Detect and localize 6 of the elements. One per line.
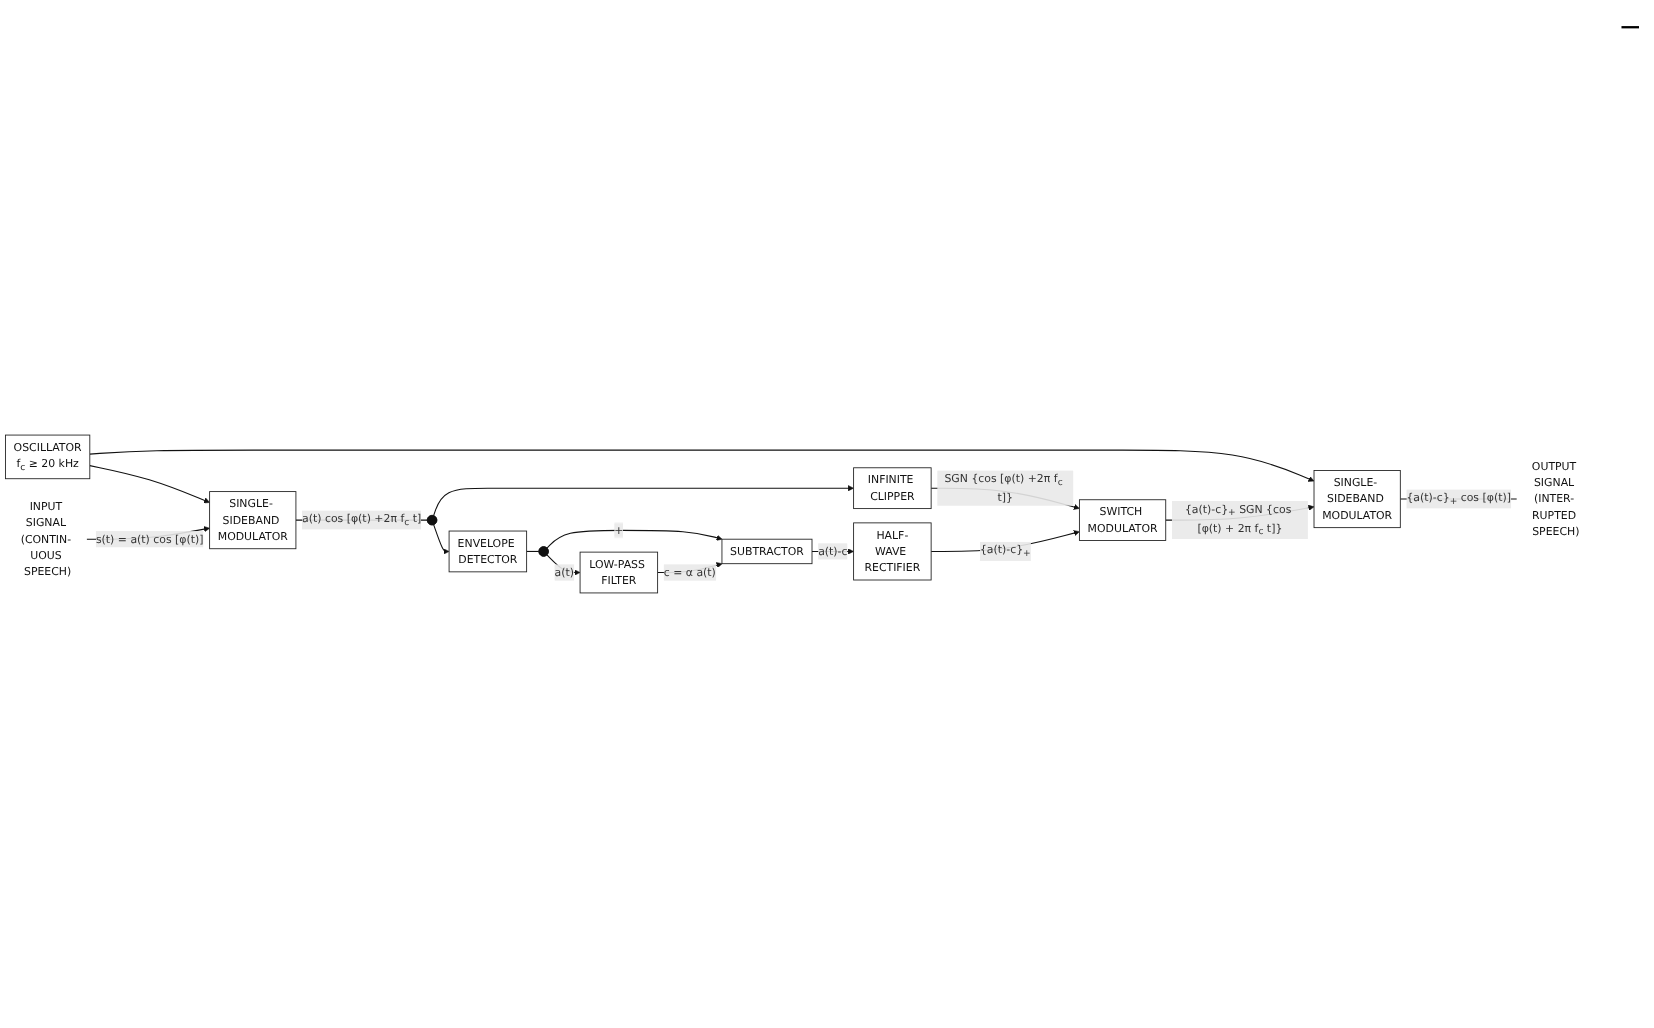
sign-label: − bbox=[1618, 12, 1642, 44]
arrow bbox=[433, 485, 854, 517]
arrow bbox=[433, 524, 450, 555]
arrow bbox=[546, 529, 723, 549]
arrow bbox=[89, 449, 1315, 482]
arrow bbox=[89, 465, 210, 504]
